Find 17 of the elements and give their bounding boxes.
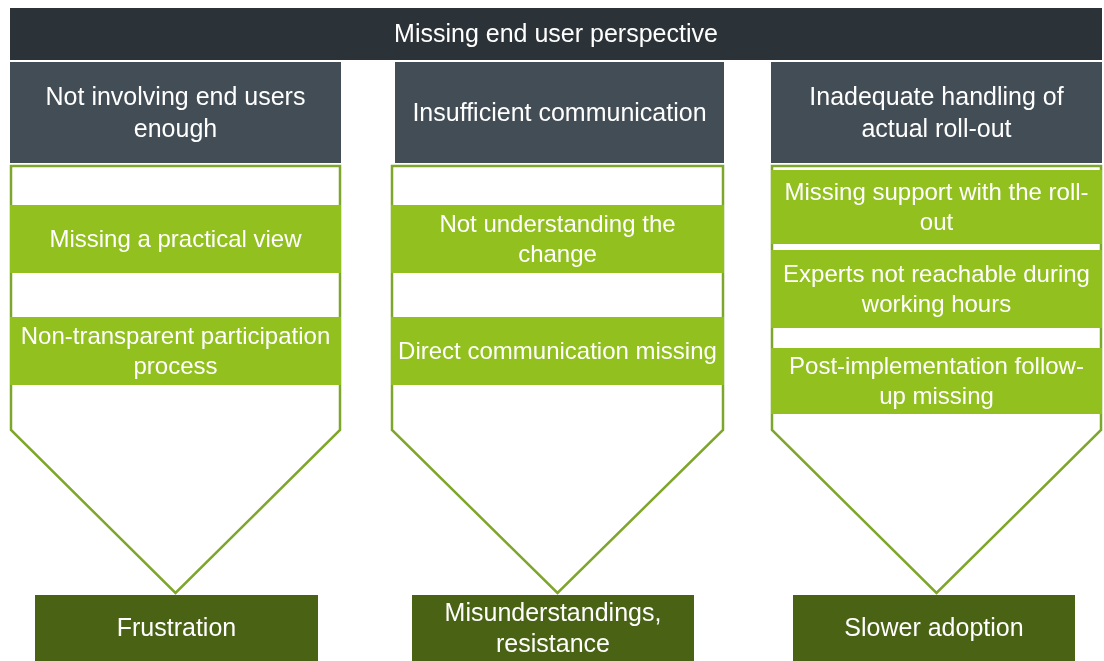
outcome-box: Frustration <box>35 595 318 661</box>
outcome-box: Misunderstandings, resistance <box>412 595 694 661</box>
arrow-shape <box>10 165 341 595</box>
outcome-box: Slower adoption <box>793 595 1075 661</box>
cause-band: Experts not reachable during working hours <box>771 250 1102 328</box>
arrow-shape <box>391 165 724 595</box>
category-header: Insufficient communication <box>395 62 724 163</box>
cause-band: Not understanding the change <box>391 205 724 273</box>
cause-band: Post-implementation follow-up missing <box>771 348 1102 414</box>
category-header: Not involving end users enough <box>10 62 341 163</box>
cause-band: Non-transparent participation process <box>10 317 341 385</box>
category-header: Inadequate handling of actual roll-out <box>771 62 1102 163</box>
arrow-shape <box>771 165 1102 595</box>
cause-band: Direct communication missing <box>391 317 724 385</box>
cause-band: Missing support with the roll-out <box>771 170 1102 244</box>
cause-band: Missing a practical view <box>10 205 341 273</box>
title-bar: Missing end user perspective <box>10 8 1102 60</box>
